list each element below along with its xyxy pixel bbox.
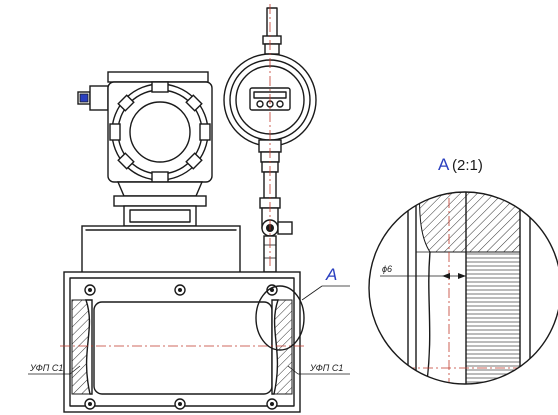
connecting-pipe [259, 161, 293, 273]
detail-scale: (2:1) [452, 157, 483, 174]
mounting-bracket [81, 225, 241, 275]
detail-label: A [438, 155, 450, 174]
antenna [262, 7, 282, 55]
weld-label-left-leader [28, 365, 81, 375]
view-label: A [325, 265, 337, 284]
dimension-label: ϕ6 [382, 264, 392, 274]
flow-body [60, 271, 305, 413]
weld-label-left: УФП С1 [29, 363, 63, 373]
weld-label-right: УФП С1 [309, 363, 343, 373]
transmitter-housing [77, 71, 213, 227]
detail-view-a [368, 191, 558, 385]
detail-callout [255, 285, 350, 351]
weld-label-right-leader [287, 365, 350, 375]
